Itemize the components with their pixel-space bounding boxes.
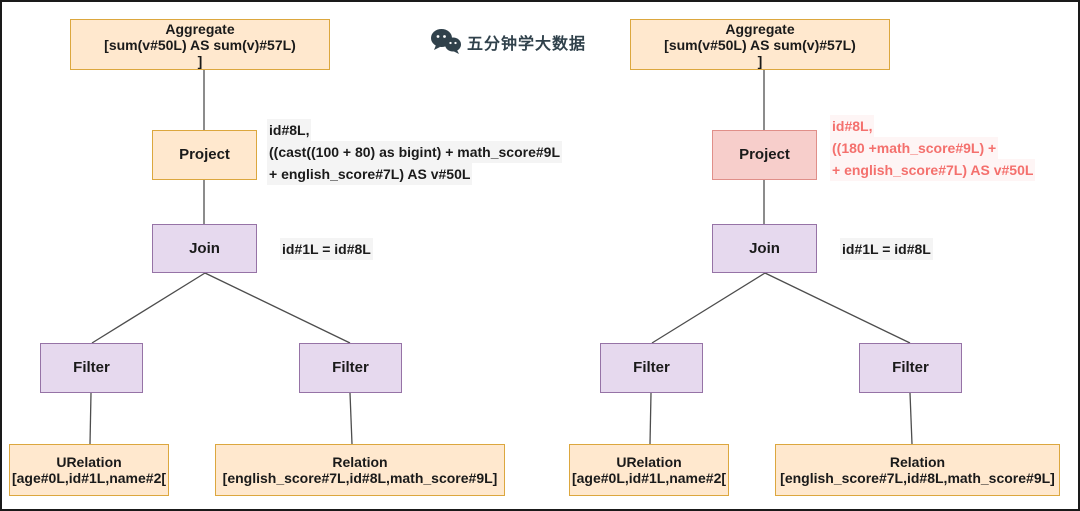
aggregate-title: Aggregate bbox=[165, 20, 235, 37]
filter-label: Filter bbox=[633, 359, 670, 376]
annotation-line: id#8L, bbox=[267, 119, 312, 141]
watermark: 五分钟学大数据 bbox=[430, 28, 586, 55]
node-project-right: Project bbox=[712, 130, 817, 180]
node-urelation-left: URelation [age#0L,id#1L,name#2[ bbox=[9, 444, 169, 496]
aggregate-title: Aggregate bbox=[725, 20, 795, 37]
urelation-schema: [age#0L,id#1L,name#2[ bbox=[11, 470, 167, 486]
join-annotation-left: id#1L = id#8L bbox=[280, 238, 373, 260]
node-join-right: Join bbox=[712, 224, 817, 273]
aggregate-expr: [sum(v#50L) AS sum(v)#57L) bbox=[104, 36, 296, 53]
relation-schema: [english_score#7L,id#8L,math_score#9L] bbox=[780, 470, 1055, 486]
join-annotation-right: id#1L = id#8L bbox=[840, 238, 933, 260]
annotation-line: id#8L, bbox=[830, 115, 875, 137]
project-label: Project bbox=[739, 146, 790, 163]
filter-label: Filter bbox=[892, 359, 929, 376]
urelation-schema: [age#0L,id#1L,name#2[ bbox=[571, 470, 727, 486]
relation-title: Relation bbox=[889, 454, 946, 470]
node-filter-left-2: Filter bbox=[299, 343, 402, 393]
node-relation-right: Relation [english_score#7L,id#8L,math_sc… bbox=[775, 444, 1060, 496]
annotation-line: + english_score#7L) AS v#50L bbox=[267, 163, 473, 185]
filter-label: Filter bbox=[332, 359, 369, 376]
aggregate-bracket: ] bbox=[197, 52, 203, 69]
relation-title: Relation bbox=[332, 454, 388, 470]
project-annotation-right: id#8L, ((180 +math_score#9L) + + english… bbox=[830, 115, 1036, 181]
project-label: Project bbox=[179, 146, 230, 163]
wechat-icon bbox=[430, 28, 462, 55]
node-aggregate-left: Aggregate [sum(v#50L) AS sum(v)#57L) ] bbox=[70, 19, 330, 70]
annotation-line: id#1L = id#8L bbox=[840, 238, 933, 260]
aggregate-bracket: ] bbox=[757, 52, 763, 69]
urelation-title: URelation bbox=[616, 454, 682, 470]
node-aggregate-right: Aggregate [sum(v#50L) AS sum(v)#57L) ] bbox=[630, 19, 890, 70]
join-label: Join bbox=[749, 239, 780, 257]
node-filter-right-1: Filter bbox=[600, 343, 703, 393]
project-annotation-left: id#8L, ((cast((100 + 80) as bigint) + ma… bbox=[267, 119, 562, 185]
node-relation-left: Relation [english_score#7L,id#8L,math_sc… bbox=[215, 444, 505, 496]
annotation-line: id#1L = id#8L bbox=[280, 238, 373, 260]
node-join-left: Join bbox=[152, 224, 257, 273]
annotation-line: ((cast((100 + 80) as bigint) + math_scor… bbox=[267, 141, 562, 163]
urelation-title: URelation bbox=[56, 454, 122, 470]
aggregate-expr: [sum(v#50L) AS sum(v)#57L) bbox=[664, 36, 856, 53]
annotation-line: ((180 +math_score#9L) + bbox=[830, 137, 999, 159]
join-label: Join bbox=[189, 239, 220, 257]
node-urelation-right: URelation [age#0L,id#1L,name#2[ bbox=[569, 444, 729, 496]
filter-label: Filter bbox=[73, 359, 110, 376]
node-filter-right-2: Filter bbox=[859, 343, 962, 393]
annotation-line: + english_score#7L) AS v#50L bbox=[830, 159, 1036, 181]
watermark-text: 五分钟学大数据 bbox=[467, 35, 587, 53]
node-filter-left-1: Filter bbox=[40, 343, 143, 393]
relation-schema: [english_score#7L,id#8L,math_score#9L] bbox=[222, 470, 498, 486]
node-project-left: Project bbox=[152, 130, 257, 180]
